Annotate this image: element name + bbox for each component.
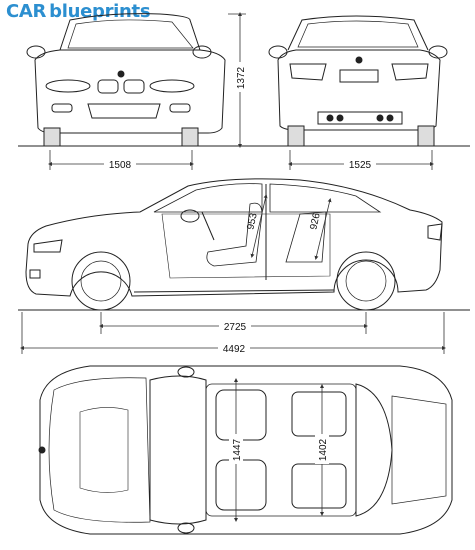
top-rear-window xyxy=(355,383,393,517)
rear-window-glass xyxy=(297,20,419,48)
top-hood-bulge xyxy=(79,407,129,493)
side-body xyxy=(25,178,443,297)
side-door-opening xyxy=(161,213,331,279)
top-front-right-seat xyxy=(215,459,267,511)
top-view xyxy=(38,365,453,535)
front-right-headlight xyxy=(149,79,195,93)
front-right-foglight xyxy=(169,103,191,113)
wheelbase-label: 2725 xyxy=(224,322,247,333)
side-front-seat xyxy=(206,202,263,267)
rear-left-mirror xyxy=(268,45,288,59)
top-rear-left-seat xyxy=(291,391,347,437)
rear-headroom-label: 926 xyxy=(308,212,322,231)
height-label: 1372 xyxy=(236,66,247,89)
top-hood xyxy=(48,377,151,523)
front-right-tire xyxy=(181,127,199,147)
front-lower-intake xyxy=(87,103,161,119)
side-front-rim xyxy=(80,260,122,302)
top-body xyxy=(39,365,453,535)
front-grille-right xyxy=(123,79,145,94)
rear-badge xyxy=(355,56,363,64)
front-view xyxy=(26,13,226,147)
length-label: 4492 xyxy=(223,344,246,355)
rear-exhaust-4 xyxy=(386,114,394,122)
side-taillight xyxy=(427,223,443,241)
top-badge xyxy=(38,446,46,454)
rear-exhaust-3 xyxy=(376,114,384,122)
side-steering xyxy=(201,211,215,241)
side-fog xyxy=(29,269,41,279)
front-left-tire xyxy=(43,127,61,147)
top-trunk xyxy=(391,395,447,505)
top-right-mirror xyxy=(177,522,195,534)
rear-diffuser xyxy=(317,111,403,125)
rear-left-taillight xyxy=(289,63,327,81)
front-left-foglight xyxy=(51,103,73,113)
front-windshield-glass xyxy=(67,19,194,49)
top-front-left-seat xyxy=(215,389,267,441)
rear-track-label: 1525 xyxy=(349,160,372,171)
front-right-mirror xyxy=(192,45,212,59)
front-grille-left xyxy=(97,79,119,94)
top-left-mirror xyxy=(177,366,195,378)
logo-car-text: CAR xyxy=(6,1,47,22)
logo-blueprints-text: blueprints xyxy=(49,1,151,22)
rear-shoulder-label: 1402 xyxy=(318,438,329,461)
rear-right-taillight xyxy=(391,63,429,81)
rear-view xyxy=(268,15,448,147)
front-badge xyxy=(117,70,125,78)
side-front-window xyxy=(153,183,263,213)
side-view xyxy=(25,178,443,311)
side-sill xyxy=(133,289,335,293)
side-rear-window xyxy=(269,183,382,213)
rear-headroom-line xyxy=(314,198,332,260)
front-left-mirror xyxy=(26,45,46,59)
side-mirror xyxy=(180,209,200,223)
side-rear-rim xyxy=(345,260,387,302)
front-shoulder-label: 1447 xyxy=(232,438,243,461)
rear-window-frame xyxy=(287,15,429,51)
rear-exhaust-2 xyxy=(336,114,344,122)
front-windshield-frame xyxy=(59,13,201,51)
rear-plate xyxy=(339,69,379,83)
front-headroom-label: 953 xyxy=(245,212,259,231)
top-rear-right-seat xyxy=(291,463,347,509)
rear-left-tire xyxy=(287,125,305,147)
rear-right-tire xyxy=(417,125,435,147)
top-roof xyxy=(205,383,357,517)
front-headroom-line xyxy=(250,194,268,258)
side-headlight xyxy=(33,239,63,253)
rear-right-mirror xyxy=(428,45,448,59)
front-track-label: 1508 xyxy=(109,160,132,171)
rear-exhaust-1 xyxy=(326,114,334,122)
front-left-headlight xyxy=(45,79,91,93)
top-windshield xyxy=(149,375,207,525)
